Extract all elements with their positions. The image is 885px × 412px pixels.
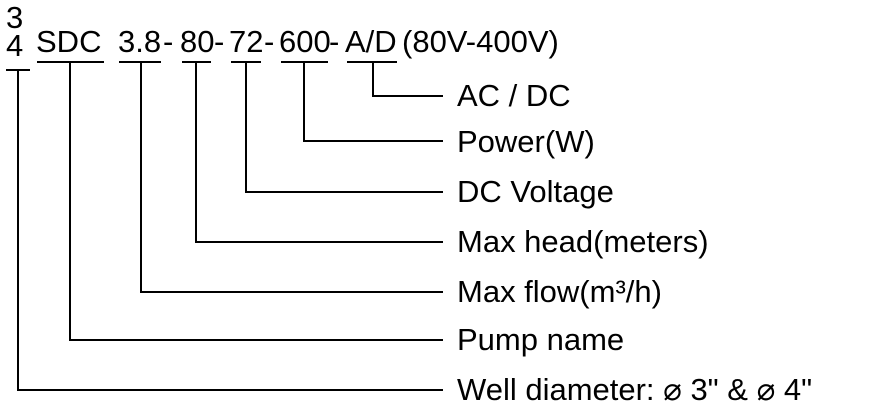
pump-name-code: SDC — [36, 24, 101, 59]
max-head-code: 80 — [180, 24, 214, 59]
model-code: 3 4 SDC 3.8 - 80 - 72 - 600 - A/D (80V-4… — [6, 0, 559, 63]
labels: AC / DC Power(W) DC Voltage Max head(met… — [457, 78, 812, 407]
leader-max-flow — [140, 62, 443, 293]
leader-pump-name — [69, 62, 443, 341]
power-code: 600 — [279, 24, 331, 59]
leader-ac-dc — [372, 62, 443, 97]
dc-voltage-code: 72 — [229, 24, 263, 59]
separator-3: - — [264, 24, 274, 59]
separator-1: - — [163, 24, 173, 59]
leader-well-diameter — [17, 70, 443, 391]
leader-max-head — [195, 62, 443, 243]
label-well-diameter: Well diameter: ⌀ 3" & ⌀ 4" — [457, 372, 812, 407]
separator-4: - — [329, 24, 339, 59]
label-max-flow: Max flow(m³/h) — [457, 274, 662, 309]
max-flow-code: 3.8 — [118, 24, 161, 59]
leader-dc-voltage — [245, 62, 443, 193]
code-underlines — [6, 61, 397, 71]
label-dc-voltage: DC Voltage — [457, 174, 614, 209]
leader-power — [303, 62, 443, 142]
diameter-bottom-digit: 4 — [6, 28, 23, 63]
voltage-range-code: (80V-400V) — [402, 24, 559, 59]
label-ac-dc: AC / DC — [457, 78, 571, 113]
diameter-top-digit: 3 — [6, 0, 23, 35]
leader-lines — [17, 62, 443, 391]
label-max-head: Max head(meters) — [457, 224, 709, 259]
label-power: Power(W) — [457, 124, 595, 159]
ac-dc-code: A/D — [345, 24, 397, 59]
label-pump-name: Pump name — [457, 322, 624, 357]
separator-2: - — [214, 24, 224, 59]
